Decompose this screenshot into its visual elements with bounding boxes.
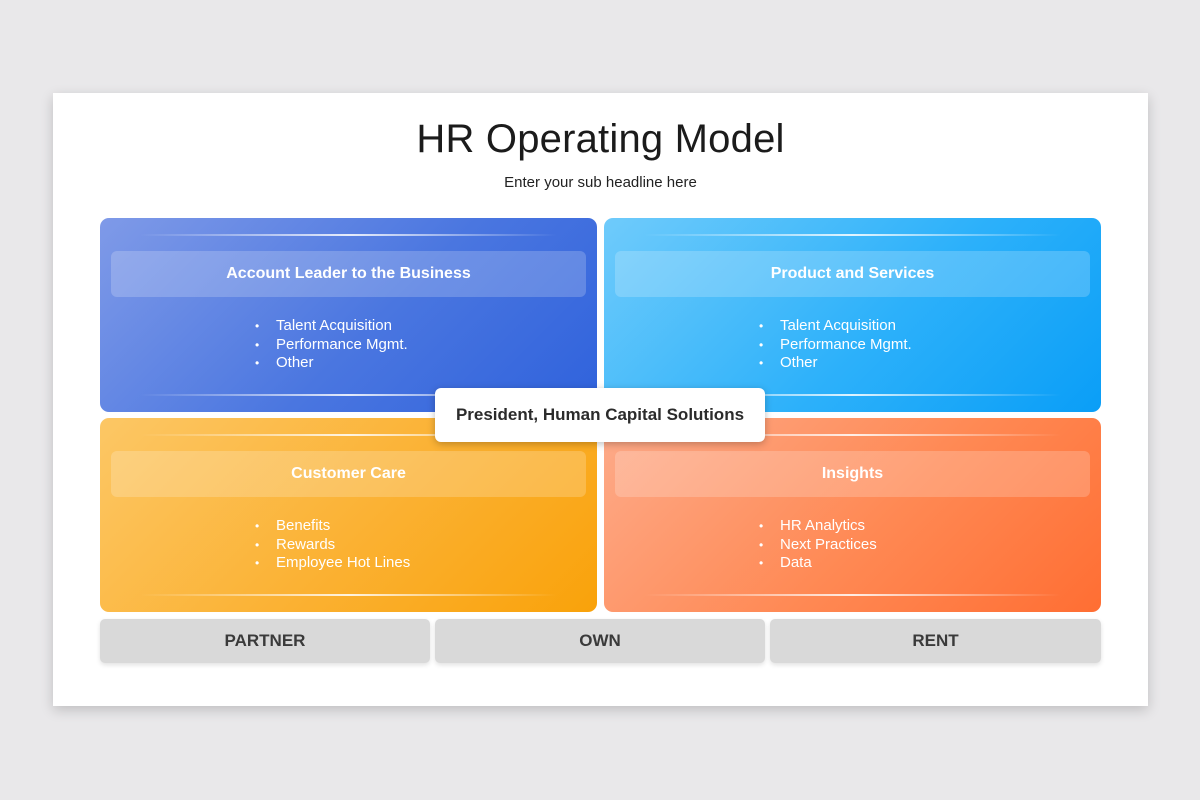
slide-subtitle: Enter your sub headline here bbox=[504, 174, 697, 191]
slide-title: HR Operating Model bbox=[416, 117, 785, 161]
bullet-item: HR Analytics bbox=[759, 517, 877, 536]
bottom-sheen-line bbox=[644, 594, 1061, 596]
slide: HR Operating Model Enter your sub headli… bbox=[53, 93, 1148, 706]
bullet-item: Rewards bbox=[255, 536, 410, 555]
bullet-list: HR Analytics Next Practices Data bbox=[759, 517, 877, 573]
bullet-item: Next Practices bbox=[759, 536, 877, 555]
quadrant-insights: Insights HR Analytics Next Practices Dat… bbox=[604, 418, 1101, 612]
bullet-item: Benefits bbox=[255, 517, 410, 536]
quadrant-heading: Account Leader to the Business bbox=[111, 251, 586, 297]
quadrant-customer-care: Customer Care Benefits Rewards Employee … bbox=[100, 418, 597, 612]
bullet-item: Employee Hot Lines bbox=[255, 554, 410, 573]
top-sheen-line bbox=[644, 434, 1061, 436]
bottom-sheen-line bbox=[140, 394, 557, 396]
quadrant-account-leader: Account Leader to the Business Talent Ac… bbox=[100, 218, 597, 412]
bullet-item: Performance Mgmt. bbox=[255, 336, 408, 355]
quadrant-product-services: Product and Services Talent Acquisition … bbox=[604, 218, 1101, 412]
bottom-sheen-line bbox=[140, 594, 557, 596]
bullet-item: Talent Acquisition bbox=[759, 317, 912, 336]
quadrant-heading: Insights bbox=[615, 451, 1090, 497]
bullet-item: Other bbox=[255, 354, 408, 373]
footer-partner: PARTNER bbox=[100, 619, 430, 663]
top-sheen-line bbox=[140, 234, 557, 236]
quadrant-heading: Product and Services bbox=[615, 251, 1090, 297]
top-sheen-line bbox=[140, 434, 557, 436]
bullet-list: Talent Acquisition Performance Mgmt. Oth… bbox=[759, 317, 912, 373]
top-sheen-line bbox=[644, 234, 1061, 236]
bullet-item: Data bbox=[759, 554, 877, 573]
bullet-item: Performance Mgmt. bbox=[759, 336, 912, 355]
bullet-list: Talent Acquisition Performance Mgmt. Oth… bbox=[255, 317, 408, 373]
center-role-box: President, Human Capital Solutions bbox=[435, 388, 765, 442]
footer-rent: RENT bbox=[770, 619, 1101, 663]
footer-own: OWN bbox=[435, 619, 765, 663]
bullet-item: Talent Acquisition bbox=[255, 317, 408, 336]
quadrant-heading: Customer Care bbox=[111, 451, 586, 497]
bullet-list: Benefits Rewards Employee Hot Lines bbox=[255, 517, 410, 573]
bottom-sheen-line bbox=[644, 394, 1061, 396]
bullet-item: Other bbox=[759, 354, 912, 373]
